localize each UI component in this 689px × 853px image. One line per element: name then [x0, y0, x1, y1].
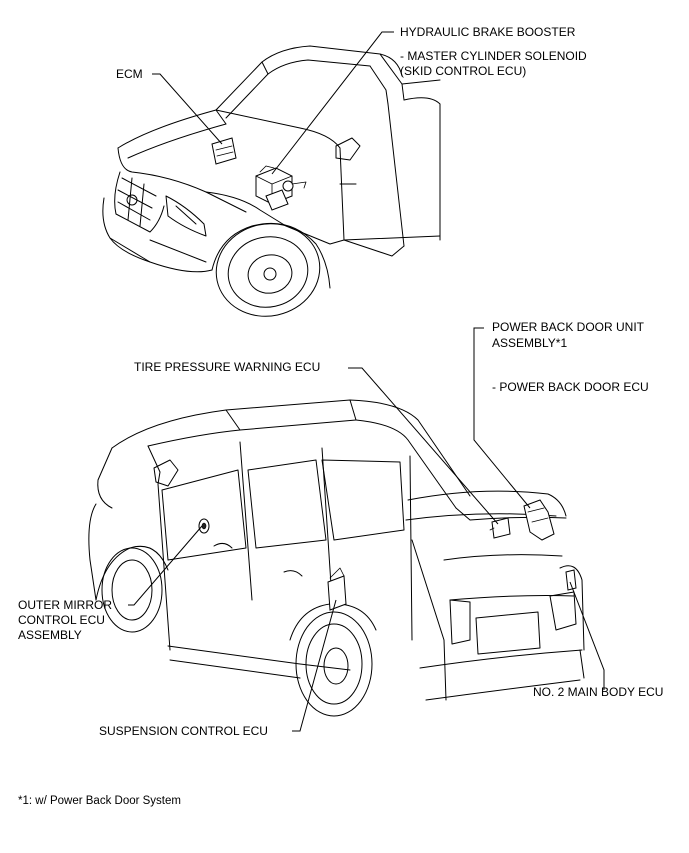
suspension-ecu-part	[327, 567, 347, 611]
outer-mirror-ecu-part	[198, 518, 210, 534]
power-back-door-unit-part	[523, 499, 555, 541]
brake-booster-part	[255, 165, 307, 211]
ecm-label: ECM	[116, 67, 143, 81]
power-back-door-assembly-label: ASSEMBLY*1	[492, 336, 568, 350]
master-cylinder-solenoid-label: - MASTER CYLINDER SOLENOID	[400, 49, 587, 63]
assembly-label: ASSEMBLY	[18, 628, 82, 642]
hydraulic-brake-booster-label: HYDRAULIC BRAKE BOOSTER	[400, 25, 576, 39]
no2-main-body-ecu-label: NO. 2 MAIN BODY ECU	[533, 685, 664, 699]
leader-lines	[128, 31, 605, 732]
tire-pressure-ecu-part	[489, 517, 511, 539]
control-ecu-label: CONTROL ECU	[18, 613, 105, 627]
footnote: *1: w/ Power Back Door System	[18, 795, 181, 807]
main-body-ecu-part	[565, 569, 577, 591]
power-back-door-ecu-label: - POWER BACK DOOR ECU	[492, 380, 649, 394]
tire-pressure-warning-ecu-label: TIRE PRESSURE WARNING ECU	[134, 360, 321, 374]
rear-vehicle-drawing	[88, 399, 585, 717]
skid-control-ecu-label: (SKID CONTROL ECU)	[400, 64, 527, 78]
outer-mirror-label: OUTER MIRROR	[18, 598, 112, 612]
suspension-control-ecu-label: SUSPENSION CONTROL ECU	[99, 724, 268, 738]
power-back-door-unit-label: POWER BACK DOOR UNIT	[492, 320, 645, 334]
front-vehicle-drawing	[102, 45, 441, 317]
